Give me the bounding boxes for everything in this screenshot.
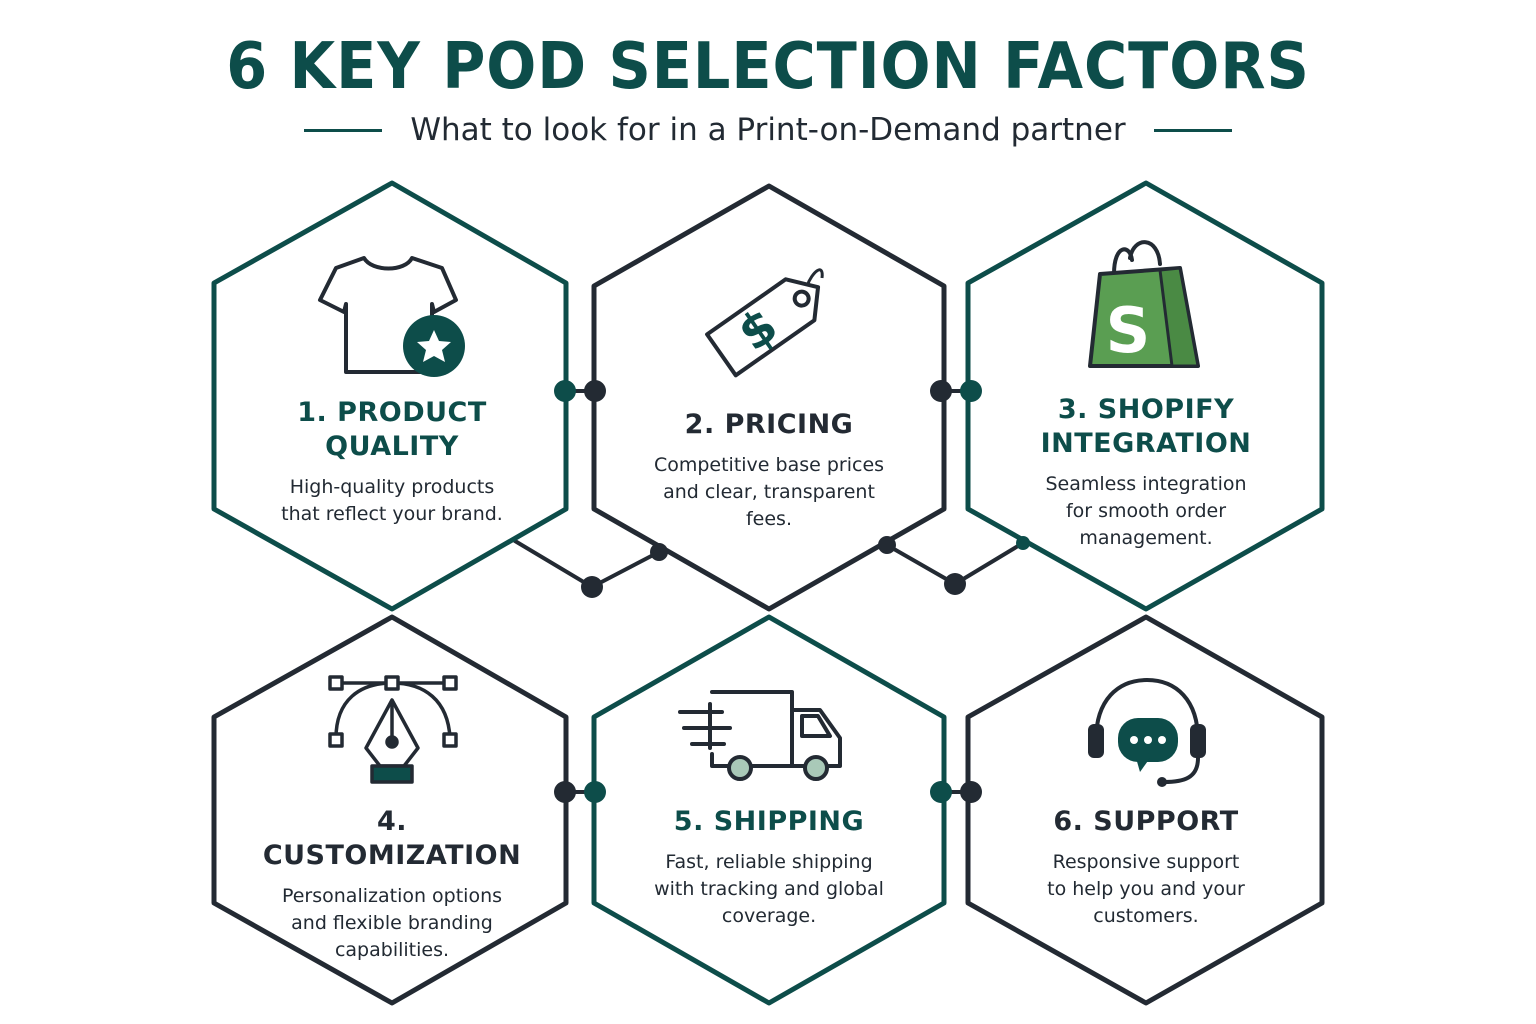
factor-card-2: 2. PRICING Competitive base prices and c… — [624, 408, 914, 533]
factor-title: 4. CUSTOMIZATION — [247, 805, 537, 873]
subtitle-divider-left — [304, 128, 383, 132]
node-dot — [878, 536, 896, 554]
factor-title: 6. SUPPORT — [1001, 805, 1291, 839]
hexagon-6 — [965, 614, 1325, 1006]
factor-desc-line: customers. — [1093, 905, 1199, 927]
factor-title-line: 1. PRODUCT — [297, 397, 487, 428]
node-dot — [930, 380, 952, 402]
factor-desc-line: fees. — [745, 508, 792, 530]
hexagon-1 — [211, 180, 569, 612]
subtitle-divider-right — [1153, 128, 1232, 132]
factor-desc-line: and clear, transparent — [663, 481, 875, 503]
factor-desc-line: coverage. — [721, 905, 817, 927]
factor-desc-line: capabilities. — [334, 939, 450, 961]
page-title: 6 KEY POD SELECTION FACTORS — [226, 30, 1310, 104]
t-shirt-star-icon — [318, 256, 465, 377]
delivery-truck-icon — [678, 690, 842, 781]
factor-desc-line: Seamless integration — [1045, 473, 1247, 495]
factor-card-5: 5. SHIPPING Fast, reliable shipping with… — [624, 805, 914, 930]
factor-desc-line: that reflect your brand. — [281, 503, 503, 525]
factor-desc-line: and flexible branding — [291, 912, 493, 934]
factor-card-1: 1. PRODUCT QUALITY High-quality products… — [247, 396, 537, 528]
factor-title: 5. SHIPPING — [624, 805, 914, 839]
pen-tool-icon — [328, 675, 458, 784]
node-dot — [584, 380, 606, 402]
factor-title-line: QUALITY — [325, 431, 459, 462]
node-dot — [554, 781, 576, 803]
subtitle-row: What to look for in a Print-on-Demand pa… — [0, 112, 1536, 148]
factor-description: Seamless integration for smooth order ma… — [1001, 471, 1291, 552]
headset-chat-icon — [1088, 677, 1206, 787]
node-dot — [944, 573, 966, 595]
factor-description: Competitive base prices and clear, trans… — [624, 452, 914, 533]
factor-description: Responsive support to help you and your … — [1001, 849, 1291, 930]
factor-title-line: 4. CUSTOMIZATION — [262, 806, 522, 871]
factor-desc-line: management. — [1079, 527, 1213, 549]
shopify-bag-icon: S — [1088, 240, 1200, 368]
hexagon-4 — [211, 614, 569, 1006]
shopify-letter: S — [1106, 294, 1151, 367]
factor-desc-line: High-quality products — [289, 476, 495, 498]
factor-desc-line: for smooth order — [1065, 500, 1226, 522]
page-subtitle: What to look for in a Print-on-Demand pa… — [410, 112, 1126, 148]
factor-desc-line: Responsive support — [1052, 851, 1240, 873]
factor-desc-line: Competitive base prices — [653, 454, 885, 476]
factor-card-6: 6. SUPPORT Responsive support to help yo… — [1001, 805, 1291, 930]
node-dot — [584, 781, 606, 803]
factor-desc-line: Personalization options — [281, 885, 503, 907]
factor-desc-line: to help you and your — [1047, 878, 1245, 900]
factor-title-line: 3. SHOPIFY — [1057, 394, 1235, 425]
factor-description: High-quality products that reflect your … — [247, 474, 537, 528]
node-dot — [960, 380, 982, 402]
factor-title-line: 2. PRICING — [684, 409, 854, 440]
node-dot — [554, 380, 576, 402]
node-dot — [1016, 536, 1030, 550]
node-dot — [930, 781, 952, 803]
hexagon-3 — [965, 180, 1325, 612]
factor-card-4: 4. CUSTOMIZATION Personalization options… — [247, 805, 537, 964]
factor-description: Fast, reliable shipping with tracking an… — [624, 849, 914, 930]
factor-title-line: 6. SUPPORT — [1053, 806, 1239, 837]
factor-title: 3. SHOPIFY INTEGRATION — [1001, 393, 1291, 461]
factor-title-line: INTEGRATION — [1040, 428, 1252, 459]
connector-dots — [554, 380, 1030, 803]
node-dot — [960, 781, 982, 803]
factor-desc-line: with tracking and global — [654, 878, 884, 900]
node-dot — [581, 576, 603, 598]
node-dot — [650, 543, 668, 561]
hexagon-2 — [591, 183, 947, 612]
factor-title: 2. PRICING — [624, 408, 914, 442]
factor-card-3: 3. SHOPIFY INTEGRATION Seamless integrat… — [1001, 393, 1291, 552]
factor-desc-line: Fast, reliable shipping — [665, 851, 873, 873]
factor-title-line: 5. SHIPPING — [673, 806, 865, 837]
factor-description: Personalization options and flexible bra… — [247, 883, 537, 964]
factor-title: 1. PRODUCT QUALITY — [247, 396, 537, 464]
